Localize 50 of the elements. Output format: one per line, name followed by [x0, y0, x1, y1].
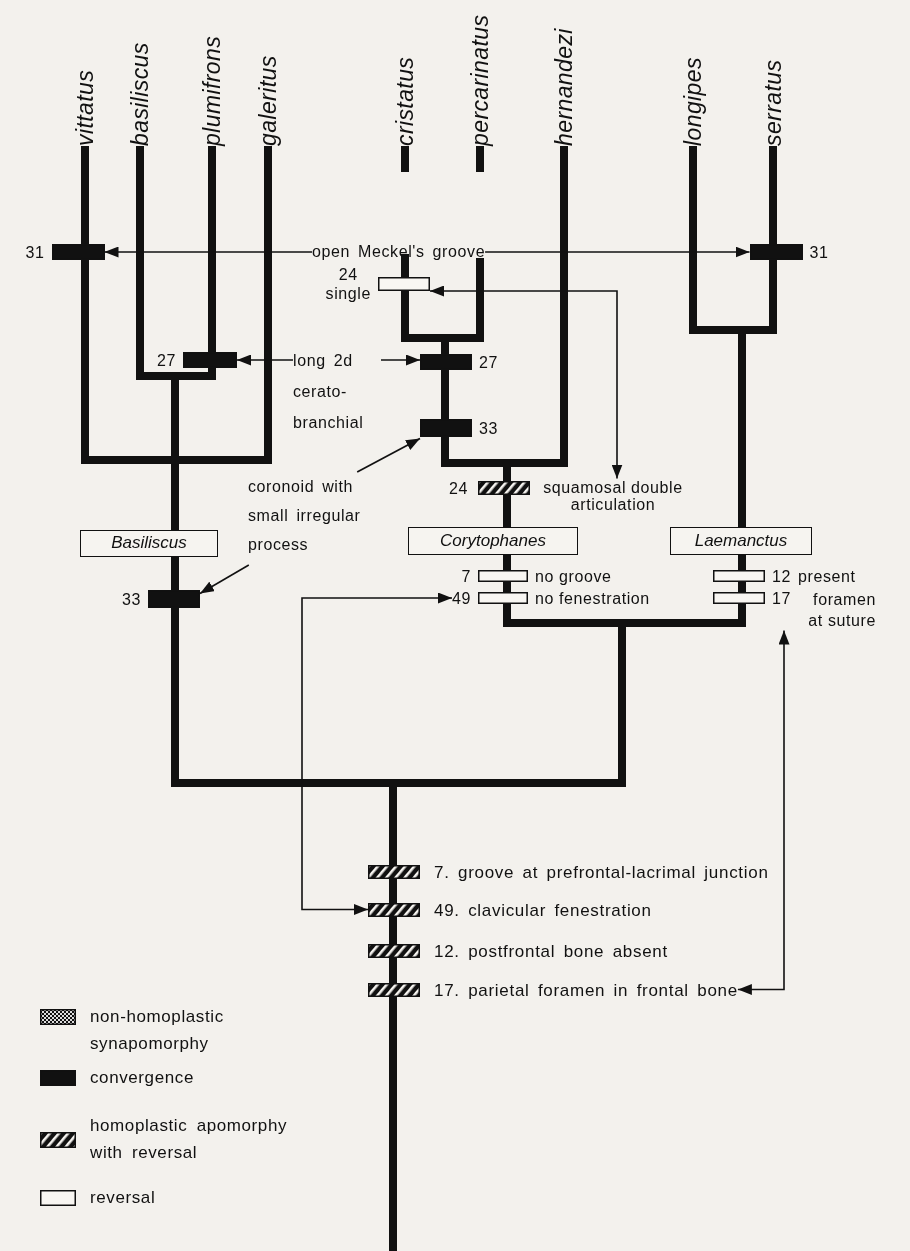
character-label: 7. groove at prefrontal-lacrimal junction	[434, 862, 769, 882]
taxon-name: plumifrons	[199, 35, 225, 146]
arrow	[380, 354, 421, 366]
character-label: 12. postfrontal bone absent	[434, 941, 668, 961]
character-number: 31	[25, 242, 45, 262]
legend-label: convergence	[90, 1067, 195, 1089]
double-headed-arrow	[429, 285, 623, 480]
state-label: single	[325, 284, 371, 303]
genus-box: Laemanctus	[670, 527, 812, 555]
legend-label: homoplastic apomorphy with reversal	[90, 1115, 289, 1164]
annotation-text: open Meckel's groove	[312, 241, 486, 263]
character-label: 17. parietal foramen in frontal bone	[434, 980, 738, 1000]
arrow	[356, 437, 421, 473]
legend-label: reversal	[90, 1187, 157, 1209]
character-number: 24	[338, 265, 358, 284]
state-label: no groove	[535, 566, 612, 586]
arrow	[103, 246, 313, 258]
taxon-name: percarinatus	[467, 14, 493, 146]
character-number: 31	[809, 242, 829, 262]
taxon-name: basiliscus	[127, 42, 153, 146]
character-number: 12	[772, 566, 791, 586]
taxon-name: vittatus	[72, 69, 98, 146]
character-number: 49	[452, 588, 471, 608]
taxon-name: longipes	[680, 57, 706, 146]
character-number: 24	[449, 478, 468, 498]
character-number: 17	[772, 588, 791, 608]
annotation-text: long 2d cerato-branchial	[293, 345, 381, 438]
state-label: no fenestration	[535, 588, 650, 608]
arrow	[236, 354, 294, 366]
character-number: 33	[122, 589, 141, 609]
legend-label: non-homoplastic synapomorphy	[90, 1006, 225, 1055]
character-number: 27	[479, 352, 498, 372]
annotation-text: coronoid with small irregular process	[248, 472, 388, 559]
state-label: present	[798, 566, 856, 586]
genus-box: Corytophanes	[408, 527, 578, 555]
double-headed-arrow	[737, 629, 790, 995]
state-label: foramen at suture	[807, 589, 876, 631]
double-headed-arrow	[301, 592, 453, 915]
character-number: 33	[479, 418, 498, 438]
taxon-name: cristatus	[392, 56, 418, 146]
arrow	[484, 246, 751, 258]
character-label: squamosal double articulation	[542, 478, 684, 513]
character-number: 7	[461, 566, 471, 586]
character-label: 49. clavicular fenestration	[434, 900, 652, 920]
character-number: 27	[157, 350, 176, 370]
arrow	[199, 564, 250, 595]
taxon-name: galeritus	[255, 55, 281, 146]
genus-box: Basiliscus	[80, 530, 218, 557]
taxon-name: hernandezi	[551, 28, 577, 146]
taxon-name: serratus	[760, 59, 786, 146]
